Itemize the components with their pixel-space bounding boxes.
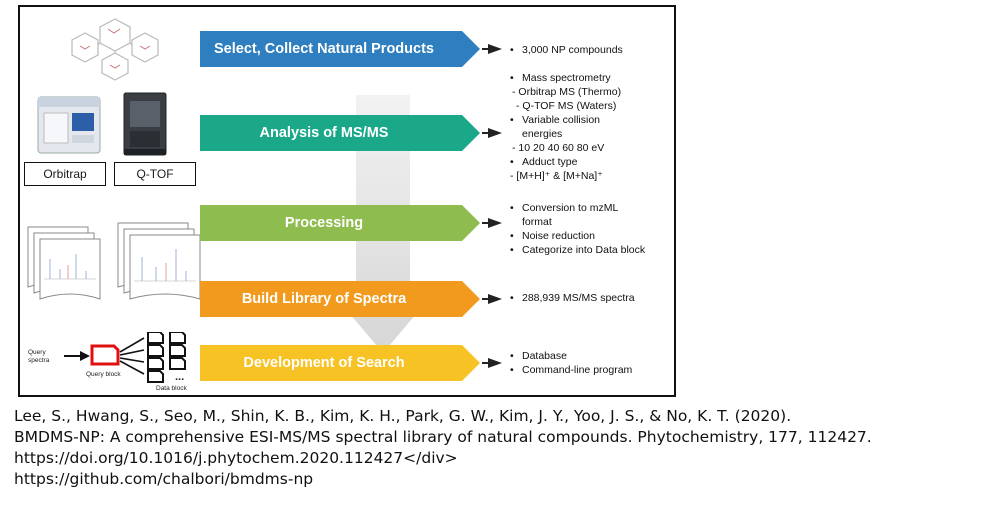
note-item: Variable collision	[510, 113, 621, 127]
step-label: Analysis of MS/MS	[259, 125, 389, 141]
pointer-arrow	[488, 294, 502, 304]
notes-library: 288,939 MS/MS spectra	[510, 291, 635, 305]
pointer-arrow	[488, 44, 502, 54]
workflow-figure: Orbitrap Q-TOF Query spectra	[18, 5, 676, 397]
step-label: Build Library of Spectra	[241, 291, 407, 307]
pointer-line	[482, 222, 490, 224]
arrowhead	[462, 115, 480, 151]
spectra-stack-image	[27, 222, 201, 300]
step-label: Development of Search	[243, 355, 405, 371]
pointer-arrow	[488, 218, 502, 228]
note-item: Categorize into Data block	[510, 243, 645, 257]
note-item: Conversion to mzML	[510, 201, 645, 215]
step-build-library: Build Library of Spectra	[200, 281, 480, 317]
note-item-continued: energies	[522, 128, 563, 140]
search-block-diagram	[64, 332, 186, 383]
ellipsis-label: ...	[175, 371, 185, 383]
citation-title: BMDMS-NP: A comprehensive ESI-MS/MS spec…	[14, 428, 872, 446]
orbitrap-label: Orbitrap	[24, 162, 106, 186]
step-processing: Processing	[200, 205, 480, 241]
note-subitem: - 10 20 40 60 80 eV	[512, 142, 605, 154]
citation-doi-link[interactable]: https://doi.org/10.1016/j.phytochem.2020…	[14, 449, 458, 467]
query-spectra-label: Query spectra	[28, 349, 50, 364]
orbitrap-instrument-image	[37, 96, 101, 154]
note-subitem: - Q-TOF MS (Waters)	[516, 100, 617, 112]
citation: Lee, S., Hwang, S., Seo, M., Shin, K. B.…	[14, 406, 872, 490]
note-item: Adduct type	[510, 155, 621, 169]
step-analysis: Analysis of MS/MS	[200, 115, 480, 151]
arrowhead	[462, 205, 480, 241]
step-label: Processing	[284, 215, 364, 231]
note-subitem: - Orbitrap MS (Thermo)	[512, 86, 622, 98]
arrowhead	[462, 345, 480, 381]
note-item: Command-line program	[510, 363, 632, 377]
citation-github-link[interactable]: https://github.com/chalbori/bmdms-np	[14, 470, 314, 488]
arrowhead	[462, 31, 480, 67]
pointer-line	[482, 132, 490, 134]
citation-authors: Lee, S., Hwang, S., Seo, M., Shin, K. B.…	[14, 407, 792, 425]
molecule-network-image	[71, 18, 159, 81]
pointer-arrow	[488, 358, 502, 368]
pointer-arrow	[488, 128, 502, 138]
qtof-label: Q-TOF	[114, 162, 196, 186]
note-item: 288,939 MS/MS spectra	[510, 291, 635, 305]
note-item: Mass spectrometry	[510, 71, 621, 85]
note-subitem: - [M+H]⁺ & [M+Na]⁺	[510, 170, 603, 182]
pointer-line	[482, 48, 490, 50]
notes-analysis: Mass spectrometry - Orbitrap MS (Thermo)…	[510, 71, 621, 183]
step-select-collect: Select, Collect Natural Products	[200, 31, 480, 67]
data-block-label: Data block	[156, 385, 187, 392]
note-item: Noise reduction	[510, 229, 645, 243]
pointer-line	[482, 298, 490, 300]
step-label: Select, Collect Natural Products	[214, 41, 434, 57]
step-development-search: Development of Search	[200, 345, 480, 381]
notes-processing: Conversion to mzML format Noise reductio…	[510, 201, 645, 257]
query-block-label: Query block	[86, 371, 121, 378]
qtof-instrument-image	[123, 92, 167, 156]
note-item: 3,000 NP compounds	[510, 43, 623, 57]
notes-select: 3,000 NP compounds	[510, 43, 623, 57]
pointer-line	[482, 362, 490, 364]
notes-search: Database Command-line program	[510, 349, 632, 377]
note-item-continued: format	[522, 216, 552, 228]
note-item: Database	[510, 349, 632, 363]
arrowhead	[462, 281, 480, 317]
